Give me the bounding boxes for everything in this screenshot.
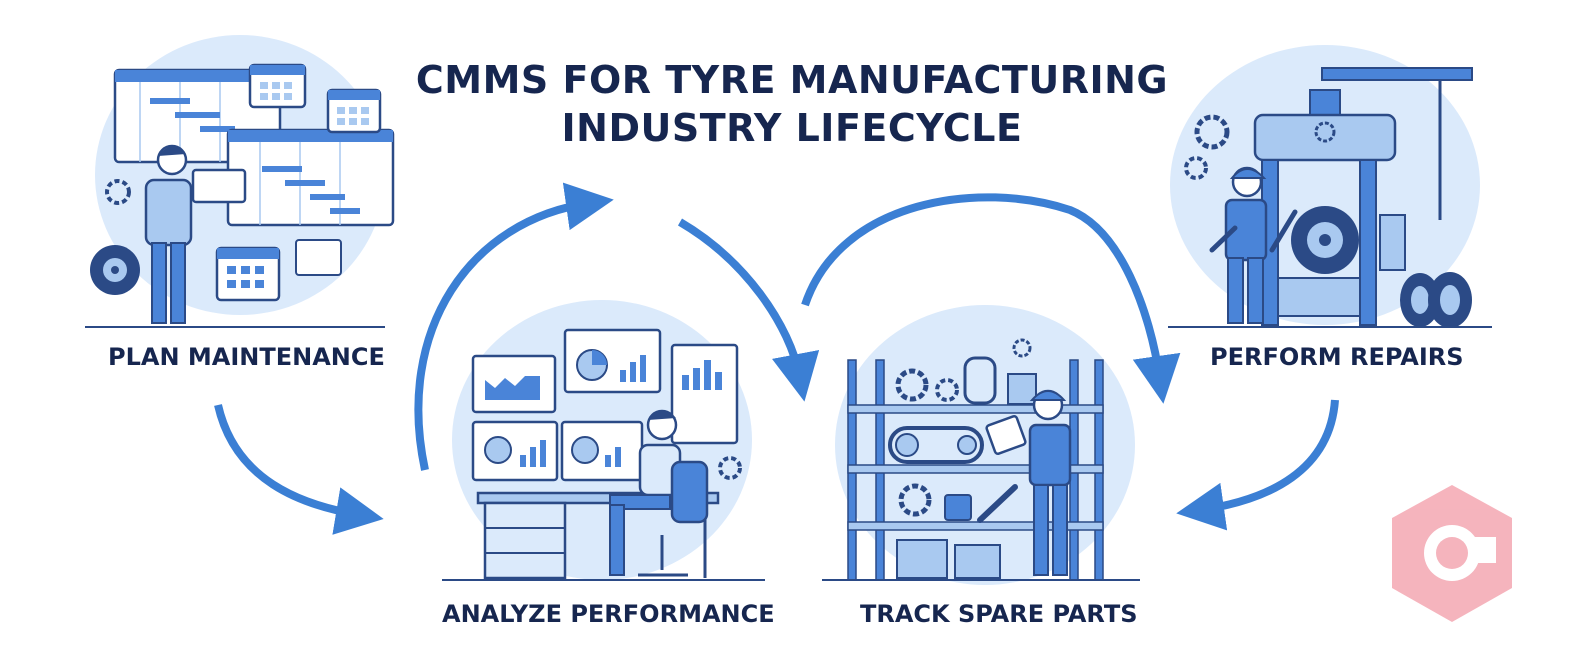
perform-repairs-illustration bbox=[1168, 45, 1492, 328]
arrow-track-to-repair bbox=[801, 193, 1181, 404]
wrench-icon bbox=[1209, 225, 1238, 253]
desk-icon bbox=[476, 491, 720, 505]
plan-maintenance-illustration bbox=[85, 35, 395, 328]
wrench-icon bbox=[977, 484, 1018, 523]
pie-chart-icon bbox=[563, 328, 662, 394]
tyre-press-machine-icon bbox=[1253, 67, 1473, 326]
dashboard-monitor-icon bbox=[560, 420, 644, 482]
box-icon bbox=[954, 544, 1001, 579]
chain-icon bbox=[963, 356, 997, 405]
bar-chart-monitor-icon bbox=[471, 420, 559, 482]
gear-icon bbox=[105, 179, 131, 205]
arrow-plan-to-analyze bbox=[214, 404, 384, 535]
box-icon bbox=[896, 539, 948, 579]
tablet-icon bbox=[191, 168, 247, 204]
planner-person-icon bbox=[144, 144, 247, 324]
calendar-icon bbox=[215, 246, 281, 302]
gear-icon bbox=[1184, 156, 1208, 180]
gear-icon bbox=[1012, 338, 1032, 358]
wrench-icon bbox=[1269, 209, 1298, 253]
tablet-icon bbox=[985, 415, 1027, 455]
analyst-person-icon bbox=[609, 409, 682, 576]
gear-icon bbox=[1194, 114, 1230, 150]
factory-monitor-icon bbox=[471, 354, 557, 414]
stage-label-track-spare-parts: TRACK SPARE PARTS bbox=[860, 600, 1138, 628]
gear-icon bbox=[935, 378, 959, 402]
watermark-logo bbox=[1392, 485, 1512, 622]
tyre-icon bbox=[90, 245, 140, 295]
box-icon bbox=[1007, 373, 1037, 405]
stage-label-perform-repairs: PERFORM REPAIRS bbox=[1210, 343, 1464, 371]
stage-label-analyze-performance: ANALYZE PERFORMANCE bbox=[442, 600, 775, 628]
technician-person-icon bbox=[985, 389, 1072, 576]
calendar-icon bbox=[326, 88, 382, 134]
arrow-analyze-to-top bbox=[414, 182, 614, 471]
gear-icon bbox=[895, 368, 929, 402]
shelf-icon bbox=[847, 359, 1104, 581]
belt-icon bbox=[888, 426, 984, 464]
calendar-icon bbox=[248, 63, 307, 109]
track-spare-parts-illustration bbox=[822, 305, 1140, 585]
analyze-performance-illustration bbox=[442, 300, 765, 581]
page-title-line-2: INDUSTRY LIFECYCLE bbox=[561, 106, 1023, 150]
mechanic-person-icon bbox=[1209, 166, 1298, 324]
arrow-top-to-track bbox=[677, 218, 820, 402]
gear-icon bbox=[898, 483, 932, 517]
gantt-chart-icon bbox=[226, 128, 395, 227]
page-title-line-1: CMMS FOR TYRE MANUFACTURING bbox=[415, 58, 1169, 102]
tyre-icon bbox=[1291, 206, 1359, 274]
office-chair-icon bbox=[638, 460, 709, 577]
report-document-icon bbox=[670, 343, 739, 445]
tyre-stack-icon bbox=[1400, 272, 1472, 328]
document-icon bbox=[295, 239, 342, 276]
padlock-icon bbox=[944, 494, 972, 521]
gear-icon bbox=[718, 456, 742, 480]
stage-label-plan-maintenance: PLAN MAINTENANCE bbox=[108, 343, 385, 371]
arrow-repair-to-track bbox=[1176, 399, 1339, 531]
